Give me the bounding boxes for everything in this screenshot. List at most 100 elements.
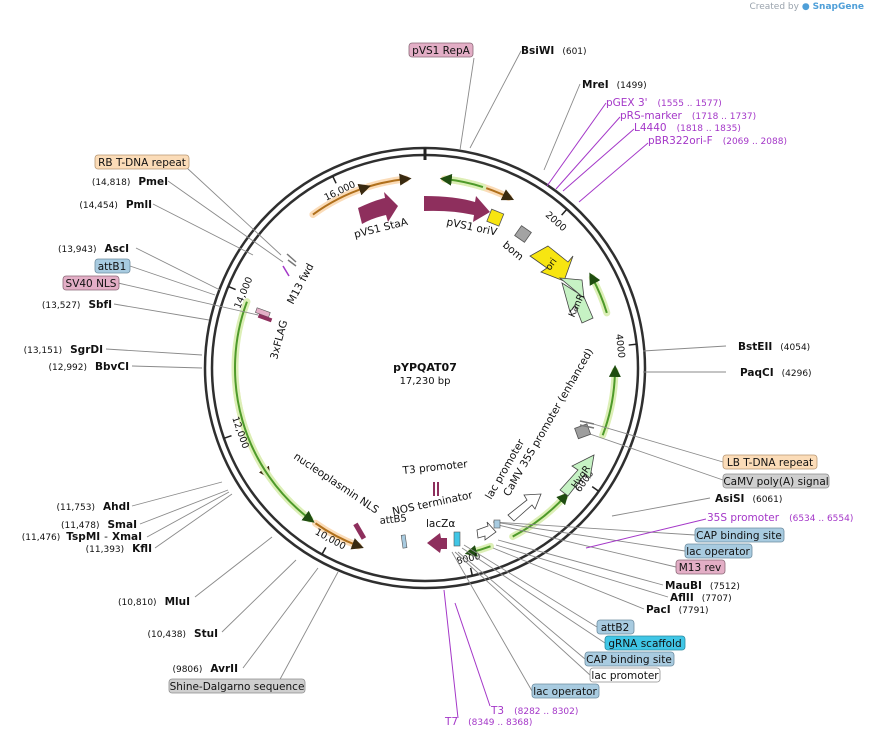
rb-tdna-mark [287, 259, 297, 267]
site-aflii: AflII(7707) [670, 592, 732, 604]
attb2-label: attB2 [601, 622, 630, 634]
site-pmli: (14,454)PmlI [79, 199, 152, 211]
site-sgrdi: (13,151)SgrDI [24, 344, 103, 356]
attb2-label-box [596, 619, 635, 635]
ori-arrow [529, 245, 574, 282]
camv-polya-box [722, 473, 830, 489]
attb5-box [400, 534, 408, 549]
shine-dalgarno-box [168, 678, 306, 694]
pvs1-repa-box [408, 42, 474, 58]
lac-promoter-label: lac promoter [591, 670, 659, 682]
bom-box [514, 225, 532, 243]
site-pmei: (14,818)PmeI [92, 176, 168, 188]
t3-promoter-box2 [437, 482, 439, 496]
feature-arc-4 [314, 522, 364, 550]
rb-tdna-repeat-box [94, 154, 190, 170]
tick-mark-4 [321, 547, 327, 555]
cap-binding-site-label-2: CAP binding site [586, 654, 672, 666]
tick-mark-3 [469, 567, 474, 576]
primer-l4440: L4440(1818 .. 1835) [634, 122, 741, 134]
site-mlui: (10,810)MluI [118, 596, 190, 608]
label-bom: bom [500, 239, 526, 263]
grna-scaffold-box [604, 635, 686, 651]
grna-scaffold-label: gRNA scaffold [608, 638, 681, 650]
t3-promoter-box [433, 482, 435, 496]
inner-features [255, 192, 595, 553]
primer-pgex3: pGEX 3'(1555 .. 1577) [606, 97, 722, 109]
lac-operator-label: lac operator [686, 546, 750, 558]
site-smai: (11,478)SmaI [61, 519, 137, 531]
lb-tdna-repeat-label: LB T-DNA repeat [727, 457, 813, 469]
feature-arc-9 [234, 301, 315, 523]
attb2-box [493, 519, 501, 529]
feature-arc-6 [589, 272, 608, 314]
pvs1-oriv-box [486, 208, 505, 227]
tick-mark-2 [591, 486, 600, 492]
site-bbvci: (12,992)BbvCI [49, 361, 130, 373]
lac-operator-box [684, 543, 753, 559]
site-kfli: (11,393)KflI [86, 543, 152, 555]
lb-tdna-mark [579, 420, 595, 425]
primer-lines [443, 102, 707, 719]
feature-arc-5 [439, 173, 484, 189]
leader-lines [105, 50, 727, 692]
shine-dalgarno-label: Shine-Dalgarno sequence [170, 681, 305, 693]
lacz-cyan-box [453, 531, 461, 547]
lb-tdna-repeat-box [722, 454, 818, 470]
tick-mark-5 [223, 434, 232, 440]
label-lacz-alpha: lacZα [426, 518, 455, 530]
primer-pbr322ori-f: pBR322ori-F(2069 .. 2088) [648, 135, 787, 147]
nucleoplasmin-nls-box [353, 522, 367, 540]
plasmid-size: 17,230 bp [400, 376, 451, 387]
primer-prs-marker: pRS-marker(1718 .. 1737) [620, 110, 756, 122]
cap-binding-site-box [694, 527, 785, 543]
rb-tdna-repeat-label: RB T-DNA repeat [98, 157, 186, 169]
feature-arc-2 [312, 183, 371, 216]
snapgene-logo-icon: ● [801, 2, 810, 12]
site-bsiwi: BsiWI(601) [521, 45, 587, 57]
pvs1-staa-arrow [358, 192, 398, 224]
cap-binding-site-label: CAP binding site [696, 530, 782, 542]
lac-promoter-arrow [476, 521, 497, 541]
camv35s-box [574, 423, 592, 440]
site-avrii: (9806)AvrII [172, 663, 238, 675]
site-asisi: AsiSI(6061) [715, 493, 782, 505]
site-asci: (13,943)AscI [58, 243, 129, 255]
feature-arc-8 [512, 492, 569, 538]
site-paci: PacI(7791) [646, 604, 709, 616]
lac-operator-box-2 [531, 683, 600, 699]
pvs1-repa-label: pVS1 RepA [412, 45, 470, 57]
label-m13-fwd: M13 fwd [285, 261, 317, 306]
tick-mark-6 [227, 285, 236, 291]
lb-tdna-mark2 [579, 424, 595, 429]
feature-arc-10 [464, 545, 491, 557]
site-maubi: MauBI(7512) [665, 580, 740, 592]
3xflag-box [257, 313, 273, 323]
kanr-arrow-tip [558, 277, 585, 299]
tick-mark-0 [561, 208, 568, 216]
sv40-nls-label: SV40 NLS [66, 278, 117, 290]
tick-label-0: 2000 [543, 210, 568, 234]
site-mrei: MreI(1499) [582, 79, 647, 91]
tick-mark-7 [331, 175, 337, 184]
pvs1-oriv-arrow [424, 196, 490, 222]
site-sbfi: (13,527)SbfI [42, 299, 112, 311]
label-attb5: attB5 [379, 513, 407, 527]
site-tspmi-xmai: (11,476)TspMI-XmaI [22, 531, 142, 543]
feature-arc-7 [601, 364, 621, 436]
label-3xflag: 3xFLAG [268, 319, 290, 361]
attb1-box [94, 258, 131, 274]
attb1-label: attB1 [98, 261, 127, 273]
camv-polya-label: CaMV poly(A) signal [723, 476, 828, 488]
tick-label-1: 4000 [613, 333, 627, 358]
m13-fwd-mark [282, 265, 290, 277]
tick-mark-1 [628, 343, 637, 346]
lac-promoter-box [589, 667, 661, 683]
cap-binding-site-box-2 [584, 651, 675, 667]
camv-35s-promoter-arrow [507, 493, 542, 522]
lac-operator-label-2: lac operator [533, 686, 597, 698]
label-nucleoplasmin-nls: nucleoplasmin NLS [291, 451, 381, 517]
site-bsteii: BstEII(4054) [738, 341, 810, 353]
attb1-mark [286, 253, 297, 263]
